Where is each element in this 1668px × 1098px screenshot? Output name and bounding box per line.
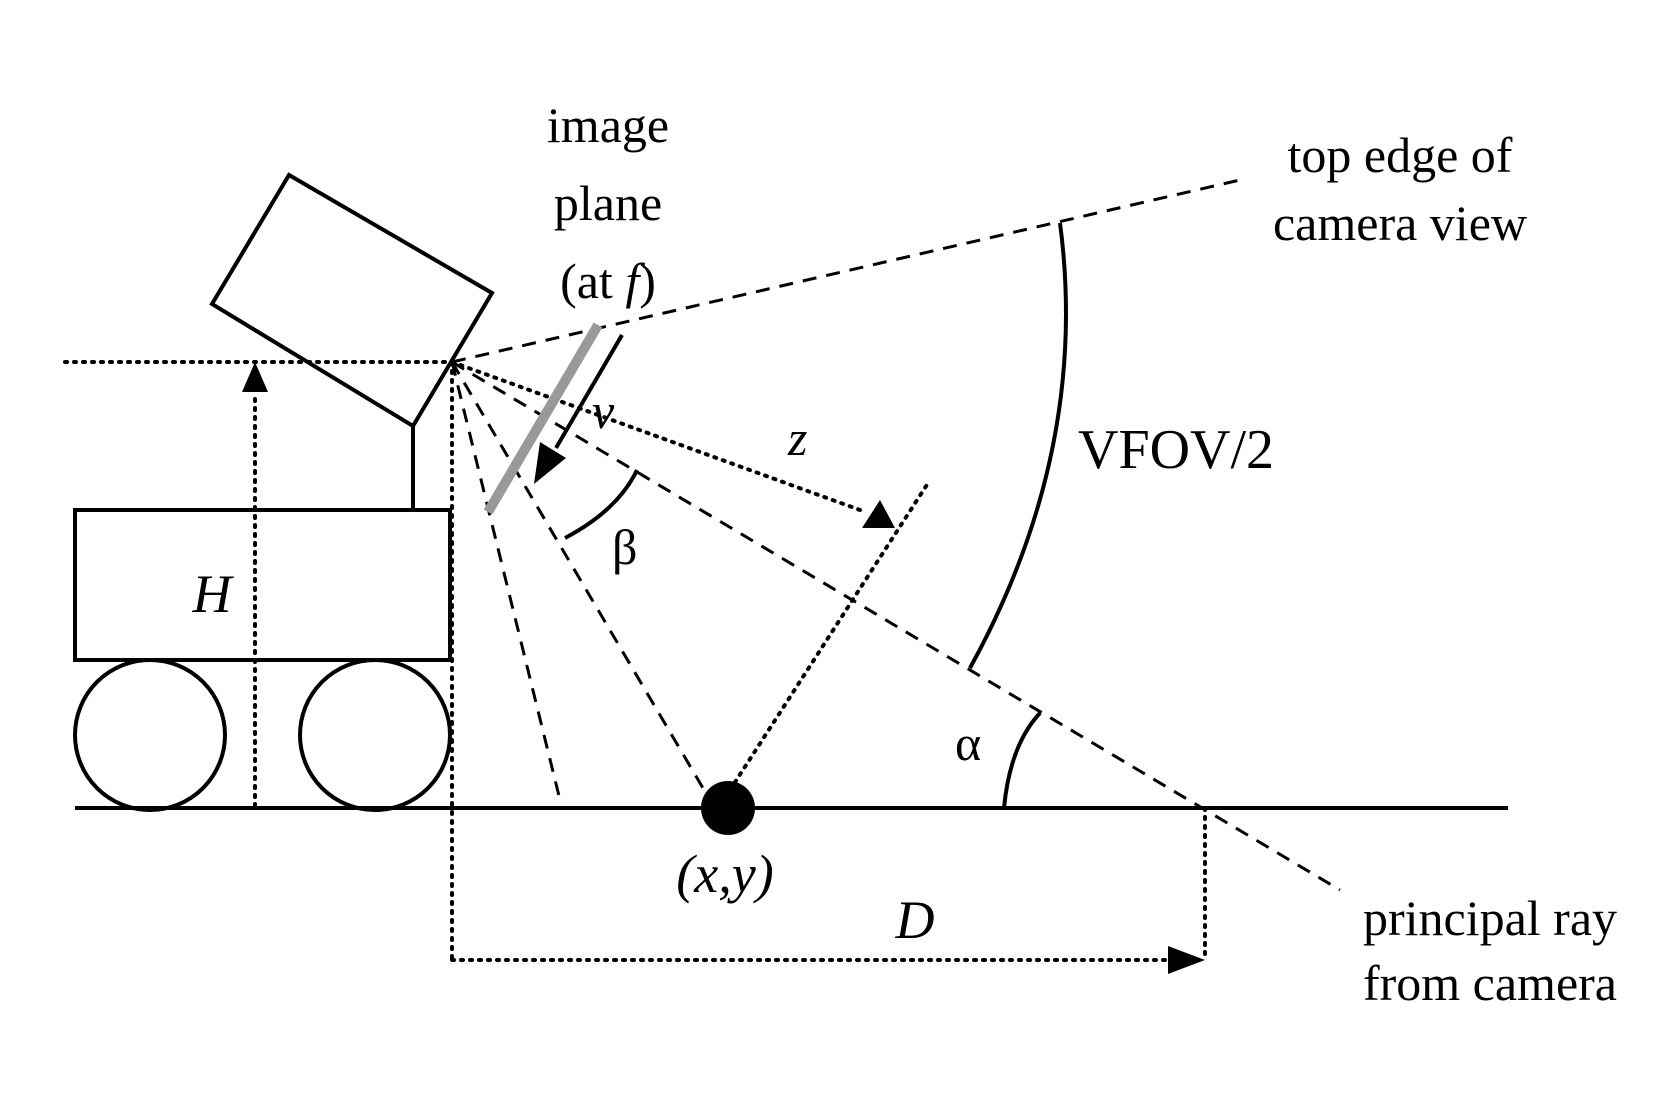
v-arrowhead [534,442,566,484]
camera-body [209,172,495,429]
image-plane-label-line3: (at f) [560,253,656,309]
image-plane-label-line2: plane [554,175,662,231]
alpha-angle-arc [1002,711,1042,809]
z-axis-line [450,360,862,512]
height-label: H [192,564,235,624]
rear-wheel [73,658,227,812]
vfov-label: VFOV/2 [1078,419,1274,481]
vehicle-body [73,508,452,662]
top-edge-label-line1: top edge of [1288,127,1513,183]
vfov-angle-arc [968,222,1068,669]
principal-ray-label-line2: from camera [1363,955,1617,1011]
ground-point-label: (x,y) [676,844,773,904]
beta-label: β [612,519,637,575]
front-wheel [298,658,452,812]
z-label: z [787,410,807,466]
alpha-label: α [955,715,981,771]
principal-ray [451,360,1341,892]
image-plane [483,322,603,515]
top-edge-ray [451,178,1241,364]
distance-label: D [895,890,935,950]
v-label: v [592,383,615,439]
near-ray [450,361,562,801]
top-edge-label-line2: camera view [1273,195,1527,251]
robot-vehicle [73,172,495,812]
z-arrowhead [862,500,895,528]
image-plane-label-line1: image [547,97,669,153]
v-arrow [554,333,624,450]
ground-point-marker [701,781,755,835]
principal-ray-label-line1: principal ray [1363,890,1617,946]
height-arrowhead [242,362,268,392]
distance-arrowhead [1168,946,1205,974]
beta-angle-arc [564,469,639,540]
perpendicular-line [728,478,932,792]
point-ray [450,361,712,801]
